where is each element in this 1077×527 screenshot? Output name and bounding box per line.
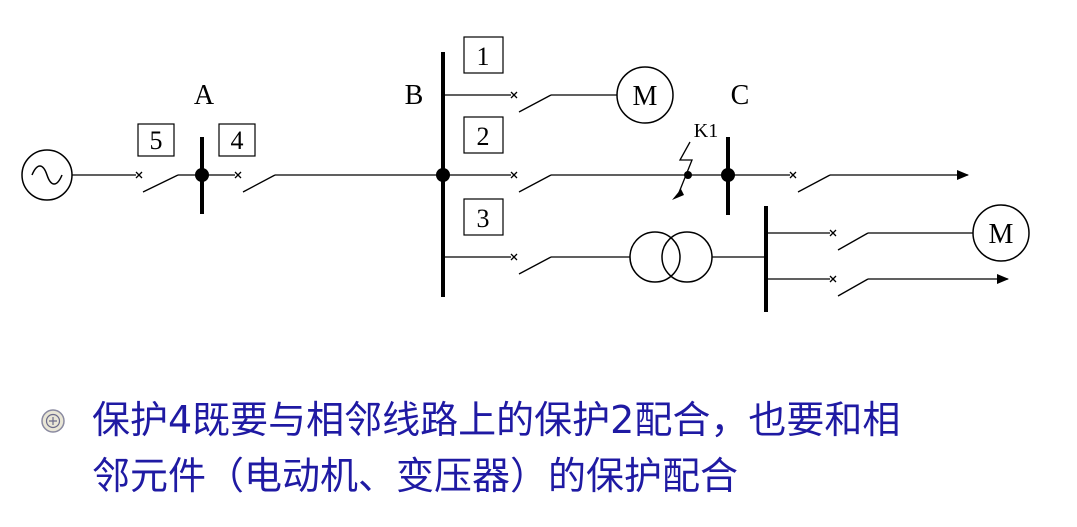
protection-box-2: 2: [463, 116, 504, 154]
bus-label-a: A: [194, 80, 215, 111]
protection-label-1: 1: [477, 42, 490, 71]
lv-branch-outgoing: [766, 274, 1009, 297]
ac-source-icon: [21, 149, 73, 201]
branch-2-line-to-c: [443, 171, 728, 193]
branch-1-motor: [443, 91, 617, 113]
bullet-text-line-2: 邻元件（电动机、变压器）的保护配合: [92, 454, 739, 498]
motor-label-lv: M: [989, 219, 1014, 250]
bus-label-b: B: [405, 80, 424, 111]
fault-label-k1: K1: [694, 120, 718, 142]
line-source-to-a: [72, 171, 202, 193]
bullet-point: 保护4既要与相邻线路上的保护2配合，也要和相 邻元件（电动机、变压器）的保护配合: [40, 392, 1040, 504]
protection-box-3: 3: [463, 198, 504, 236]
bus-label-c: C: [731, 80, 750, 111]
protection-label-2: 2: [477, 122, 490, 151]
bullet-text-line-1: 保护4既要与相邻线路上的保护2配合，也要和相: [92, 398, 901, 442]
transformer-icon: [629, 231, 713, 283]
fault-k1-icon: [672, 141, 693, 200]
power-system-diagram: 5 A 4 B 1 M: [21, 36, 1030, 312]
protection-box-5: 5: [137, 123, 175, 157]
protection-box-1: 1: [463, 36, 504, 74]
line-a-to-b: [202, 171, 443, 193]
protection-label-4: 4: [231, 126, 244, 155]
lv-branch-motor: [766, 229, 973, 251]
motor-label: M: [633, 81, 658, 112]
protection-label-3: 3: [477, 204, 490, 233]
motor-icon-lv: M: [972, 204, 1030, 262]
bus-c: [721, 137, 735, 215]
line-c-outgoing: [728, 170, 969, 193]
branch-3-transformer: [443, 253, 630, 275]
protection-label-5: 5: [150, 126, 163, 155]
protection-box-4: 4: [218, 123, 256, 157]
motor-icon: M: [616, 66, 674, 124]
bullet-emblem-icon: [41, 409, 65, 433]
